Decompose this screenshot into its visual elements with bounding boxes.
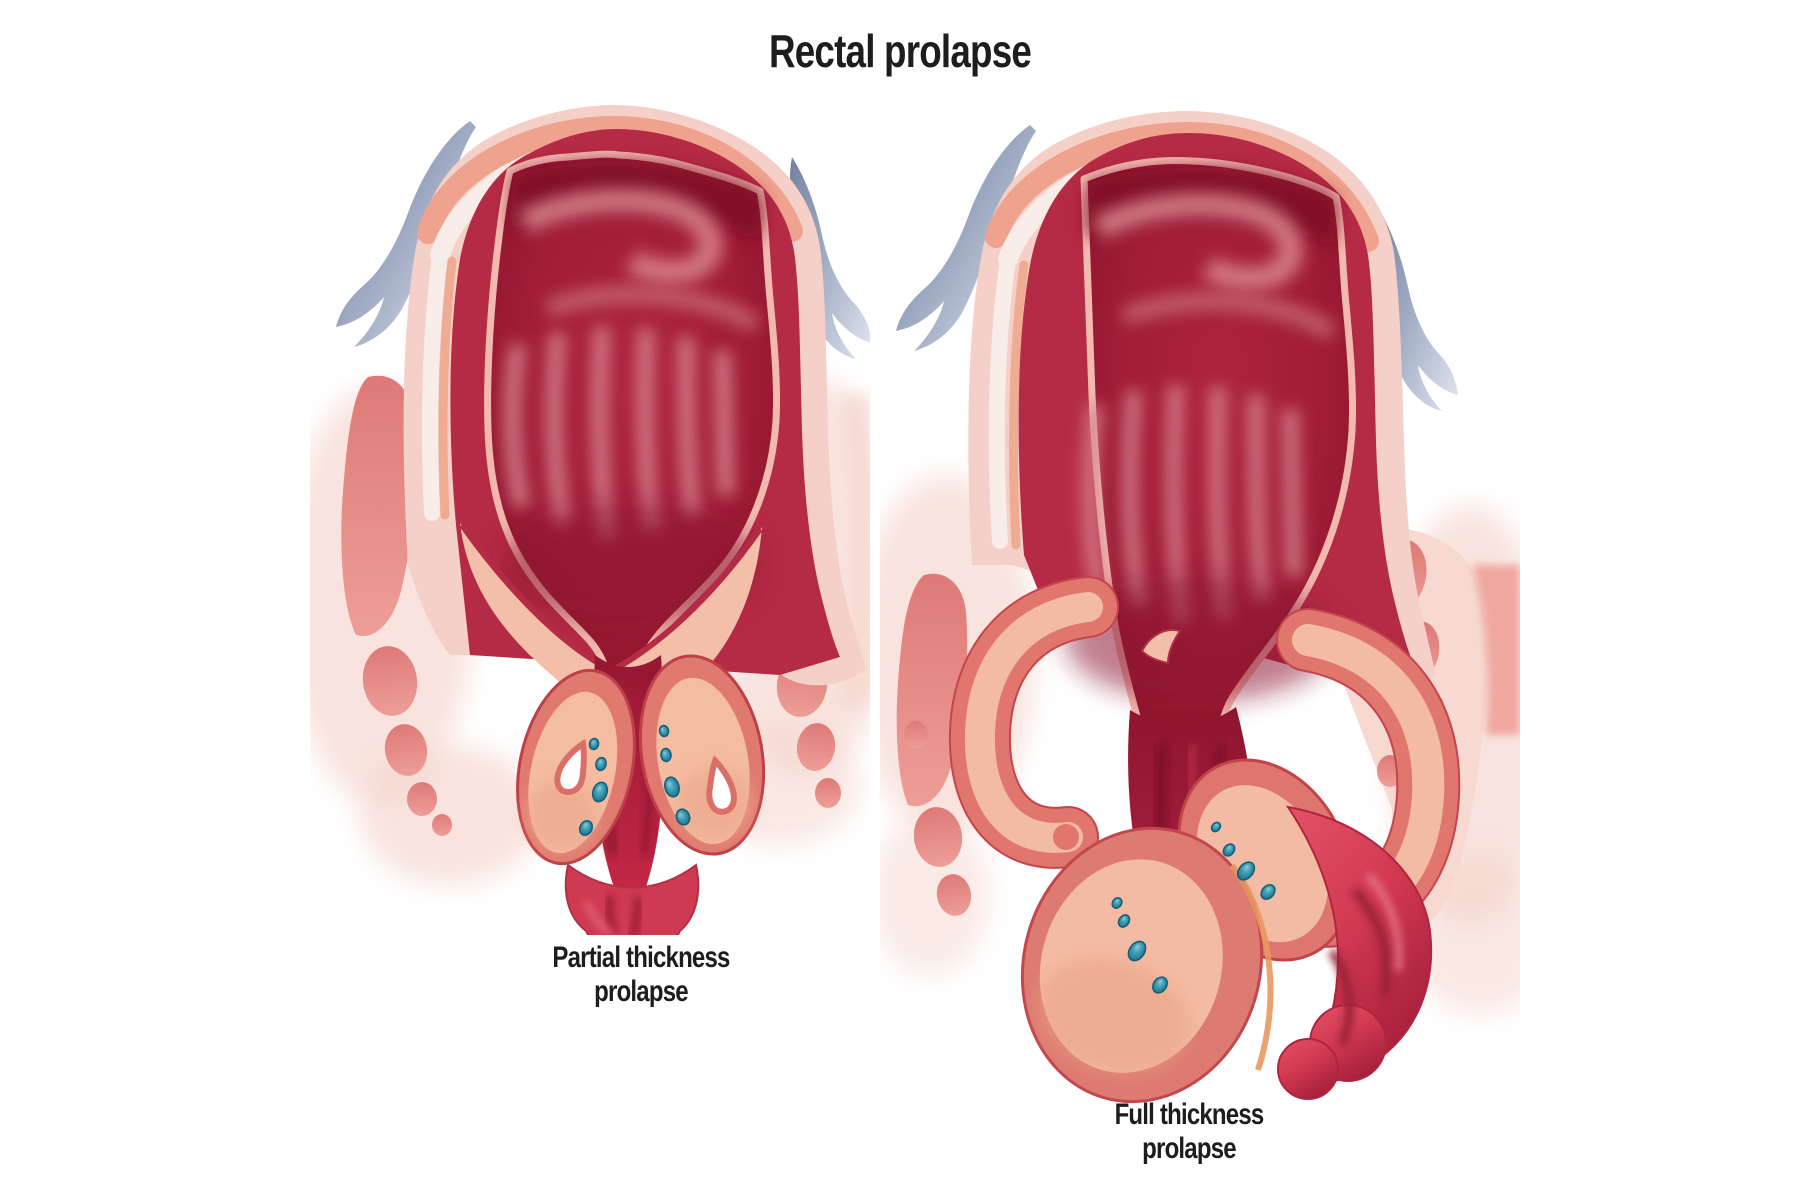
full-thickness-illustration: [880, 111, 1520, 1104]
anal-cushion-right: [638, 654, 766, 856]
rectal-lumen: [1065, 157, 1357, 739]
page-title: Rectal prolapse: [768, 25, 1032, 77]
label-line: Partial thickness: [552, 941, 730, 974]
sphincter-muscle-left: [341, 375, 452, 836]
hemorrhoidal-veins: [1111, 821, 1276, 994]
anal-cushion-left: [516, 668, 636, 866]
label-line: Full thickness: [1114, 1098, 1265, 1131]
partial-thickness-label: Partial thickness prolapse: [481, 941, 801, 1009]
mucosal-fold: [518, 188, 723, 284]
hemorrhoidal-veins: [578, 724, 691, 837]
full-thickness-label: Full thickness prolapse: [1029, 1098, 1349, 1166]
label-line: prolapse: [1142, 1132, 1236, 1165]
prolapsed-lobe-front: [1020, 826, 1264, 1104]
rectal-lumen: [484, 150, 781, 683]
mucosal-fold: [544, 285, 761, 333]
rectal-ridges: [504, 326, 734, 541]
intersphincteric-groove: [706, 755, 737, 815]
prolapsed-mucosa-tip: [564, 863, 700, 935]
prolapsed-rectal-bulge: [1277, 805, 1433, 1100]
mucosal-rim: [1229, 863, 1274, 1071]
peritoneal-fold-left: [896, 125, 1036, 351]
mucosal-curl: [1140, 629, 1182, 665]
mucosal-fold: [1120, 292, 1337, 341]
mucosal-fold: [1091, 192, 1303, 291]
everted-wall-fold-left: [948, 576, 1119, 869]
partial-thickness-illustration: [310, 105, 870, 935]
intersphincteric-groove: [554, 738, 587, 796]
label-line: prolapse: [594, 975, 688, 1008]
peritoneal-fold-left: [336, 121, 476, 347]
